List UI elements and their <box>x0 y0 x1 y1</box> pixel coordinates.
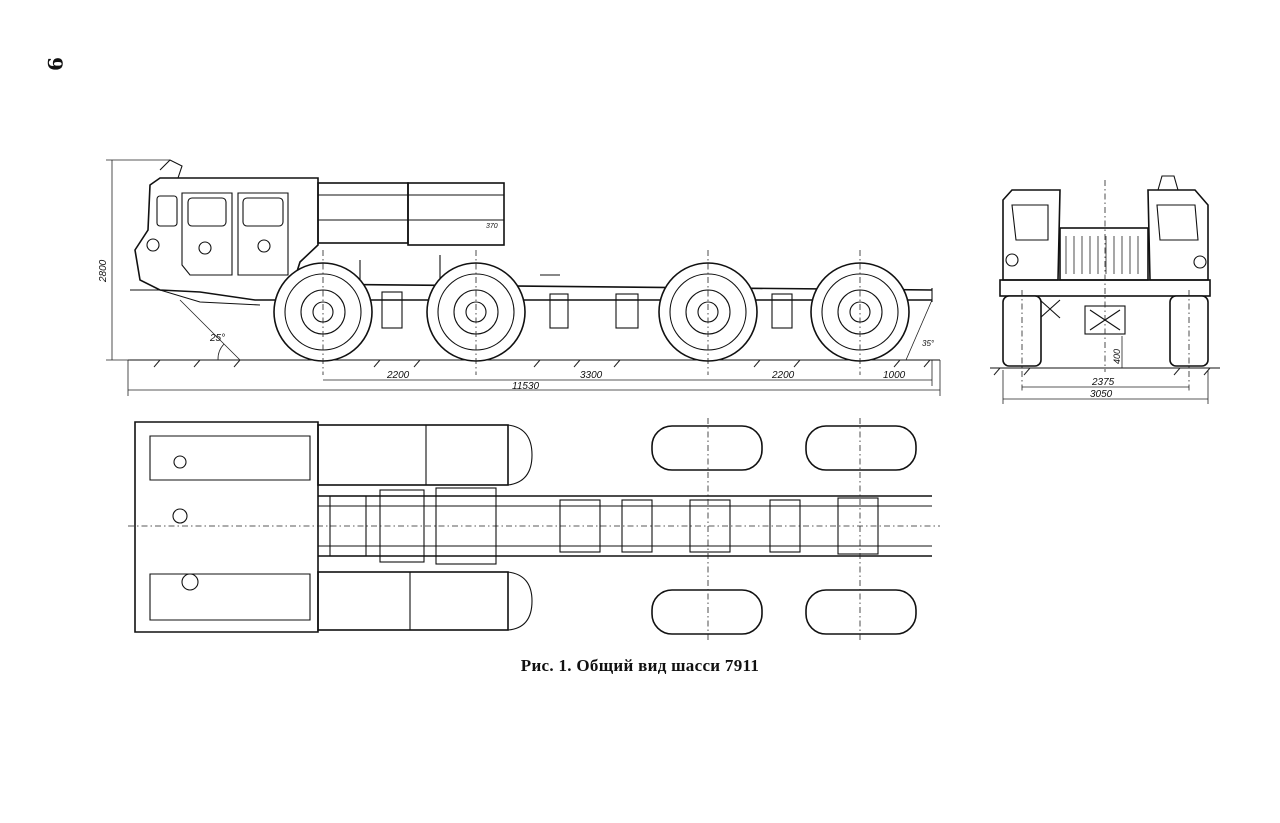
cab <box>134 159 319 301</box>
wheel-1 <box>273 250 373 375</box>
approach-angle: 25° <box>179 299 241 361</box>
wheel-4 <box>810 250 910 375</box>
height-dimension: 2800 <box>98 259 109 283</box>
cross-members <box>329 487 879 565</box>
grille-bars <box>1065 236 1139 274</box>
wheelbase-dim-3: 2200 <box>771 370 795 381</box>
body-tanks: 370 <box>317 182 505 246</box>
width-dim: 3050 <box>1090 389 1113 400</box>
wheelbase-dim-2: 3300 <box>580 370 603 381</box>
track-dim: 2375 <box>1091 377 1115 388</box>
svg-text:25°: 25° <box>209 333 225 344</box>
figure-caption: Рис. 1. Общий вид шасси 7911 <box>520 656 760 675</box>
suspension-units <box>381 291 793 329</box>
wheel-3 <box>658 250 758 375</box>
total-length-dim: 11530 <box>512 381 540 392</box>
wheelbase-dim-4: 1000 <box>883 370 906 381</box>
top-wheels <box>651 418 917 640</box>
departure-angle: 35° <box>905 299 935 361</box>
wheel-2 <box>426 250 526 375</box>
front-ground-hatching <box>993 367 1211 376</box>
top-dimension: 370 <box>486 223 498 230</box>
svg-text:35°: 35° <box>922 339 935 348</box>
wheelbase-dim-1: 2200 <box>386 370 410 381</box>
ground-hatching <box>153 359 931 368</box>
ground-clearance-dim: 400 <box>1112 349 1122 364</box>
